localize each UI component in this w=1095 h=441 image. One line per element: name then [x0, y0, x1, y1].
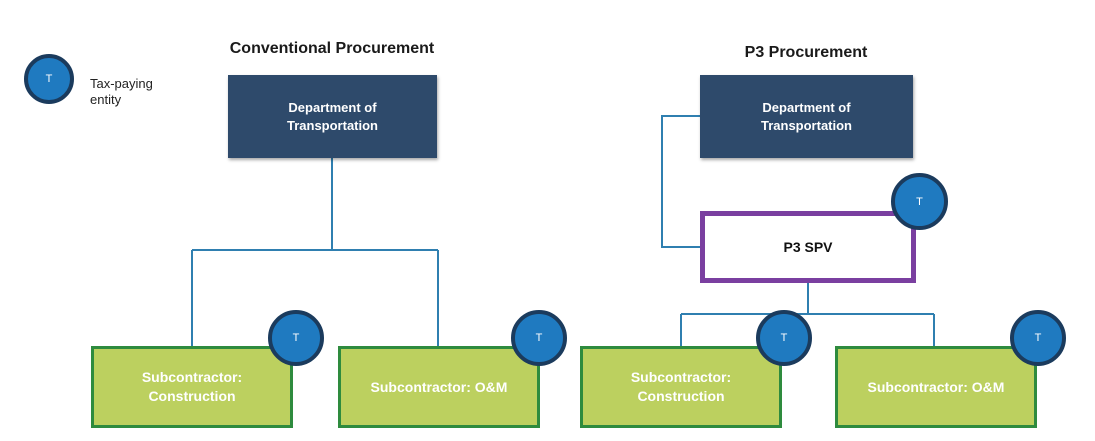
- p3-spv-box: P3 SPV: [700, 211, 916, 283]
- conv-om-tax-badge: T: [511, 310, 567, 366]
- p3-sub-om-box: Subcontractor: O&M: [835, 346, 1037, 428]
- legend-tax-badge: T: [24, 54, 74, 104]
- conv-dept-box: Department of Transportation: [228, 75, 437, 158]
- p3-spv-tax-badge: T: [891, 173, 948, 230]
- conv-sub-om-box: Subcontractor: O&M: [338, 346, 540, 428]
- conventional-title: Conventional Procurement: [229, 40, 435, 57]
- p3-title: P3 Procurement: [744, 44, 868, 61]
- conv-sub-construction-box: Subcontractor: Construction: [91, 346, 293, 428]
- p3-dept-box: Department of Transportation: [700, 75, 913, 158]
- p3-construction-tax-badge: T: [756, 310, 812, 366]
- conv-construction-tax-badge: T: [268, 310, 324, 366]
- p3-sub-construction-box: Subcontractor: Construction: [580, 346, 782, 428]
- p3-om-tax-badge: T: [1010, 310, 1066, 366]
- legend-label: Tax-paying entity: [90, 76, 153, 107]
- p3-dept-to-spv: [661, 115, 700, 248]
